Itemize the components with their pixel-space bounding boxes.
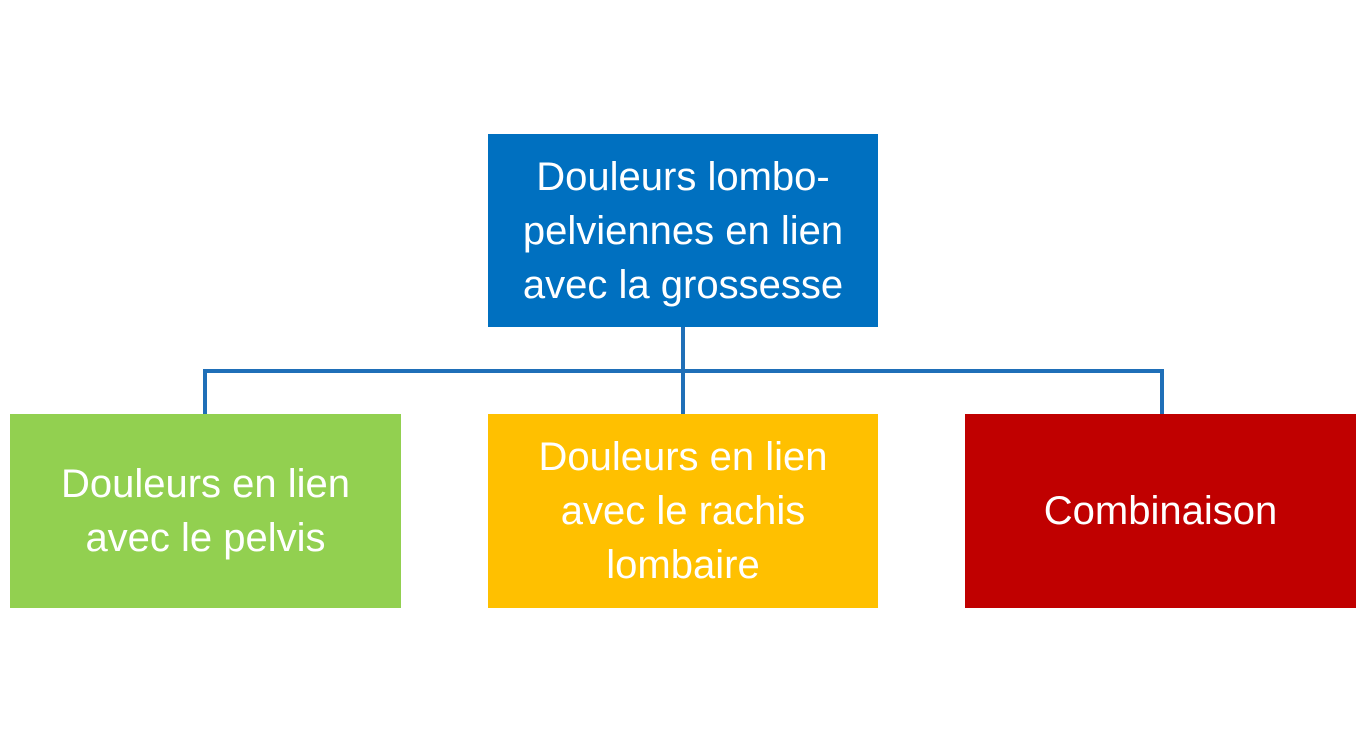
connector-root-down [681,327,685,372]
child-node-label: Combinaison [1043,489,1278,533]
child-node-pelvis: Douleurs en lien avec le pelvis [10,414,401,608]
child-node-combinaison: Combinaison [965,414,1356,608]
child-node-label: Douleurs en lien avec le pelvis [60,462,351,560]
connector-middle [681,369,685,414]
connector-right [1160,369,1164,414]
root-node: Douleurs lombo-pelviennes en lien avec l… [488,134,878,327]
root-node-label: Douleurs lombo-pelviennes en lien avec l… [522,154,844,307]
child-node-label: Douleurs en lien avec le rachis lombaire [538,435,828,587]
child-node-rachis: Douleurs en lien avec le rachis lombaire [488,414,878,608]
connector-left [203,369,207,414]
